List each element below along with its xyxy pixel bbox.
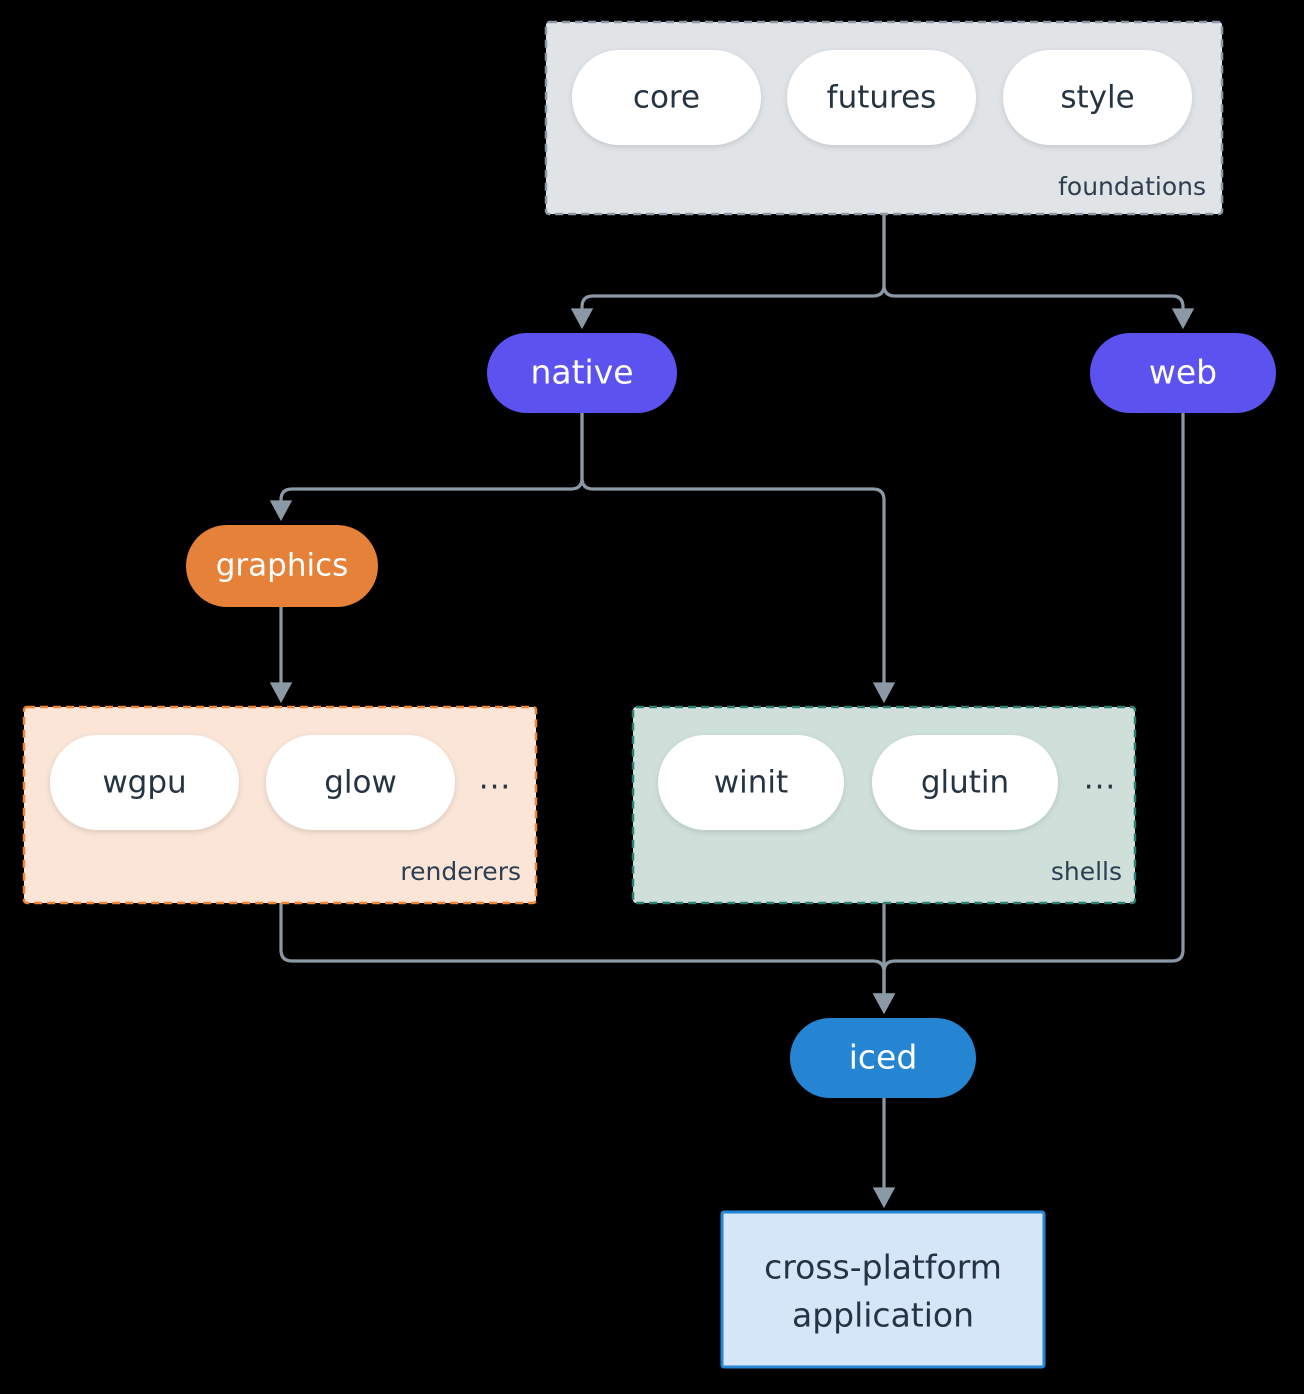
edge-web-iced <box>872 411 1185 1015</box>
leaf-node-futures[interactable]: futures <box>787 50 976 145</box>
cluster-renderers: wgpu glow ... renderers <box>22 705 538 905</box>
edge-foundations-native <box>570 213 886 330</box>
leaf-node-core-shape <box>572 50 761 145</box>
leaf-node-core[interactable]: core <box>572 50 761 145</box>
edge-renderers-iced <box>279 901 896 1015</box>
leaf-node-wgpu-label: wgpu <box>102 765 186 801</box>
renderers-ellipsis: ... <box>479 761 512 797</box>
node-web-label: web <box>1149 353 1217 392</box>
leaf-node-style-shape <box>1003 50 1192 145</box>
leaf-node-glow-label: glow <box>324 765 397 801</box>
cluster-label-shells: shells <box>1051 857 1122 886</box>
node-iced-shape <box>790 1018 976 1098</box>
node-web[interactable]: web <box>1090 333 1276 413</box>
edge-group <box>269 213 1195 1209</box>
leaf-node-futures-shape <box>787 50 976 145</box>
cluster-shells: winit glutin ... shells <box>631 705 1137 905</box>
leaf-node-winit[interactable]: winit <box>658 735 844 830</box>
cluster-label-renderers: renderers <box>400 857 521 886</box>
cluster-foundations: core futures style foundations <box>544 20 1224 216</box>
node-native-label: native <box>530 353 633 392</box>
leaf-node-winit-label: winit <box>714 765 788 801</box>
leaf-node-glutin[interactable]: glutin <box>872 735 1058 830</box>
leaf-node-glutin-shape <box>872 735 1058 830</box>
edge-native-graphics <box>269 411 584 522</box>
node-graphics-label: graphics <box>216 548 349 584</box>
leaf-node-winit-shape <box>658 735 844 830</box>
edge-foundations-web <box>882 213 1195 330</box>
node-application-shape <box>720 1210 1046 1369</box>
leaf-node-glow[interactable]: glow <box>266 735 455 830</box>
node-application[interactable]: cross-platform application <box>720 1210 1046 1369</box>
leaf-node-style[interactable]: style <box>1003 50 1192 145</box>
leaf-node-core-label: core <box>633 80 700 116</box>
leaf-node-wgpu-shape <box>50 735 239 830</box>
node-application-label-line2: application <box>792 1296 974 1335</box>
node-native-shape <box>487 333 677 413</box>
node-native[interactable]: native <box>487 333 677 413</box>
leaf-node-style-label: style <box>1060 80 1134 116</box>
node-iced-label: iced <box>849 1038 918 1077</box>
node-iced[interactable]: iced <box>790 1018 976 1098</box>
shells-ellipsis: ... <box>1084 761 1117 797</box>
node-graphics[interactable]: graphics <box>186 525 378 607</box>
edge-native-shells <box>580 411 896 704</box>
leaf-node-glow-shape <box>266 735 455 830</box>
cluster-label-foundations: foundations <box>1058 172 1206 201</box>
node-web-shape <box>1090 333 1276 413</box>
node-application-label-line1: cross-platform <box>764 1248 1002 1287</box>
leaf-node-wgpu[interactable]: wgpu <box>50 735 239 830</box>
leaf-node-futures-label: futures <box>827 80 937 116</box>
leaf-node-glutin-label: glutin <box>921 765 1009 801</box>
node-graphics-shape <box>186 525 378 607</box>
